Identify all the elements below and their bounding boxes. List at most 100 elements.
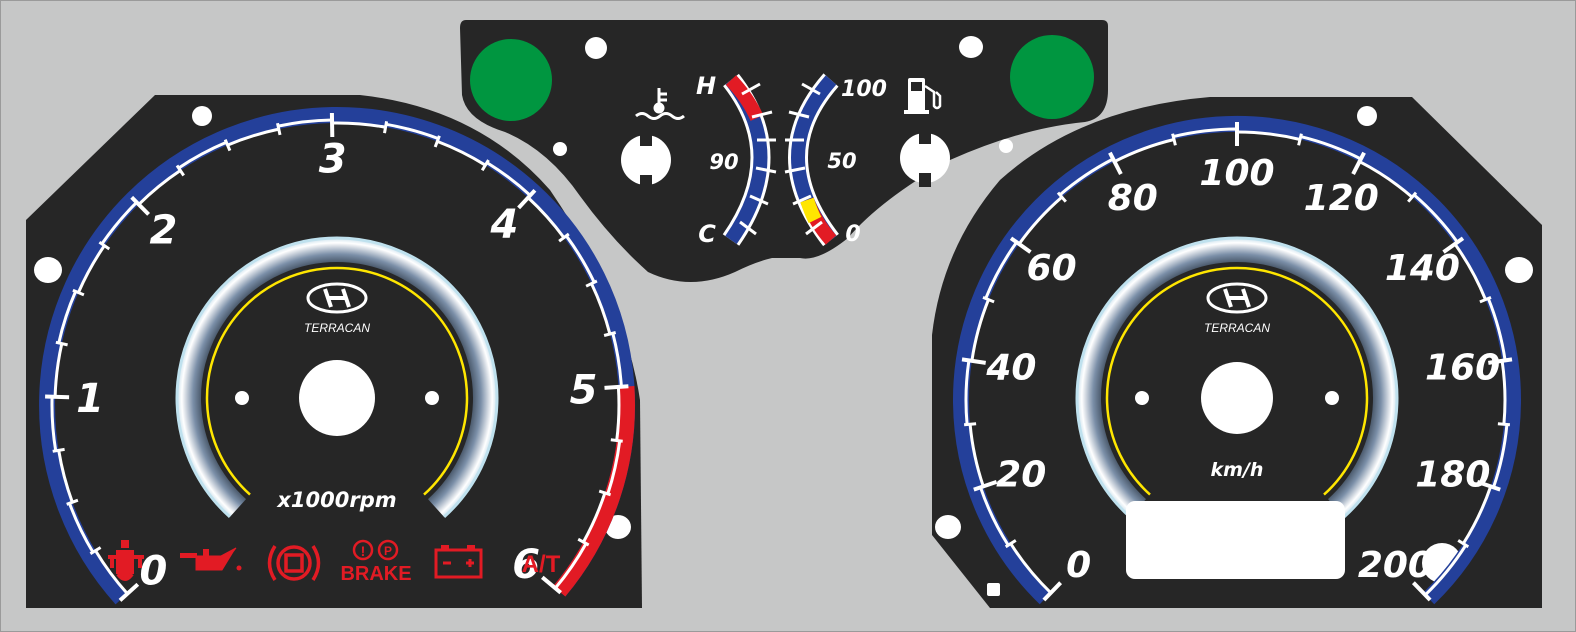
speedometer-unit-label: km/h xyxy=(1211,459,1264,481)
speedometer-major-tick xyxy=(1108,151,1123,176)
tachometer-number-label: 0 xyxy=(139,549,167,595)
temperature-gauge: H 90 C xyxy=(635,72,777,248)
speedometer-number-label: 180 xyxy=(1415,454,1490,495)
speedometer-major-tick xyxy=(961,357,986,365)
tachometer-minor-tick xyxy=(598,489,612,497)
mounting-hole xyxy=(987,583,1000,596)
fuel-pump-icon xyxy=(904,78,942,114)
speedometer-minor-tick xyxy=(1479,296,1492,304)
tachometer-minor-tick xyxy=(480,159,490,172)
mounting-hole xyxy=(585,37,607,59)
speedometer-number-label: 40 xyxy=(985,348,1036,389)
mounting-hole xyxy=(935,515,961,539)
tachometer-major-tick xyxy=(604,384,629,390)
speedometer-minor-tick xyxy=(1056,191,1067,203)
model-name-label: TERRACAN xyxy=(1204,321,1270,335)
tachometer-number-label: 5 xyxy=(570,368,598,414)
brake-warning-icon: ! P BRAKE xyxy=(340,539,412,585)
right-indicator-lamp xyxy=(1010,35,1094,119)
speedometer-number-label: 60 xyxy=(1027,248,1077,289)
speedometer-number-label: 200 xyxy=(1358,545,1433,586)
tachometer-dial-center: TERRACAN xyxy=(175,236,499,519)
fuel-empty-label: 0 xyxy=(845,222,860,247)
fuel-mid-label: 50 xyxy=(827,149,856,173)
speedometer-major-tick xyxy=(1351,151,1366,176)
temperature-mid-label: 90 xyxy=(709,150,738,174)
tachometer-minor-tick xyxy=(577,537,590,547)
tachometer-major-tick xyxy=(45,394,70,400)
odometer-display-window xyxy=(1126,501,1345,579)
speedometer-minor-tick xyxy=(963,422,977,427)
speedometer-minor-tick xyxy=(1407,191,1418,203)
tachometer-number-label: 1 xyxy=(76,376,104,422)
mounting-hole xyxy=(999,139,1013,153)
tachometer-minor-tick xyxy=(585,279,598,288)
tachometer-minor-tick xyxy=(383,121,389,134)
mounting-hole xyxy=(959,36,983,58)
left-indicator-lamp xyxy=(470,39,552,121)
speedometer-number-label: 20 xyxy=(996,454,1046,495)
speedometer-dial-center: TERRACAN xyxy=(1075,236,1399,519)
tachometer-panel xyxy=(26,95,642,608)
mounting-hole xyxy=(1505,257,1533,283)
temperature-needle-pivot xyxy=(621,132,671,189)
speedometer-minor-tick xyxy=(1004,539,1017,549)
tachometer-minor-tick xyxy=(66,498,79,506)
speedometer-minor-tick xyxy=(982,296,995,304)
tachometer-minor-tick xyxy=(610,438,623,443)
warning-lamp-row: ! P BRAKE A/T xyxy=(108,539,561,585)
mounting-hole xyxy=(553,142,567,156)
fuel-needle-pivot xyxy=(900,130,950,187)
tachometer-minor-tick xyxy=(72,288,85,297)
speedometer-major-tick xyxy=(1488,357,1513,365)
speedometer-major-tick xyxy=(1476,480,1501,492)
tachometer-minor-tick xyxy=(433,135,441,148)
tachometer-minor-tick xyxy=(223,139,232,152)
tachometer-minor-tick xyxy=(98,240,111,251)
speedometer-minor-tick xyxy=(1171,133,1177,146)
temperature-cold-label: C xyxy=(698,220,716,248)
tachometer-major-tick xyxy=(541,575,562,595)
speedometer-major-tick xyxy=(1009,236,1032,254)
tachometer-redline-band xyxy=(553,385,635,597)
tachometer-number-label: 4 xyxy=(489,202,518,248)
tachometer-minor-tick xyxy=(276,122,282,136)
tachometer-minor-tick xyxy=(55,340,68,347)
coolant-warning-icon xyxy=(108,540,144,581)
speedometer-major-tick xyxy=(1411,581,1432,602)
speedometer-major-tick xyxy=(1042,581,1063,602)
tachometer-minor-tick xyxy=(89,546,102,555)
speedometer-number-label: 120 xyxy=(1304,178,1379,219)
speedometer-number-label: 140 xyxy=(1385,248,1460,289)
center-panel xyxy=(460,20,1108,282)
speedometer-minor-tick xyxy=(1457,539,1470,549)
mounting-hole xyxy=(1357,106,1377,126)
battery-icon xyxy=(434,545,483,579)
hyundai-logo xyxy=(306,282,368,314)
brake-system-icon xyxy=(267,545,321,581)
speedometer-number-label: 160 xyxy=(1425,348,1500,389)
tachometer-minor-tick xyxy=(175,164,185,177)
mounting-hole xyxy=(192,106,212,126)
oil-pressure-icon xyxy=(180,547,242,571)
svg-text:!: ! xyxy=(361,543,366,559)
model-name-label: TERRACAN xyxy=(304,321,370,335)
speedometer-minor-tick xyxy=(1297,133,1303,146)
tachometer-major-tick xyxy=(517,188,537,210)
svg-text:P: P xyxy=(384,544,392,558)
tachometer-number-label: 2 xyxy=(149,208,177,254)
tachometer-number-label: 6 xyxy=(512,542,540,588)
speedometer-major-tick xyxy=(973,480,998,492)
speedometer-major-tick xyxy=(1442,236,1465,254)
tachometer-unit-label: x1000rpm xyxy=(276,488,396,512)
speedometer-number-label: 100 xyxy=(1199,153,1274,194)
fuel-full-label: 100 xyxy=(841,77,887,102)
speedometer-number-label: 80 xyxy=(1108,178,1158,219)
tachometer-minor-tick xyxy=(558,232,570,243)
mounting-hole xyxy=(34,257,62,283)
tachometer-minor-tick xyxy=(603,331,617,337)
brake-warning-label: BRAKE xyxy=(340,563,411,585)
